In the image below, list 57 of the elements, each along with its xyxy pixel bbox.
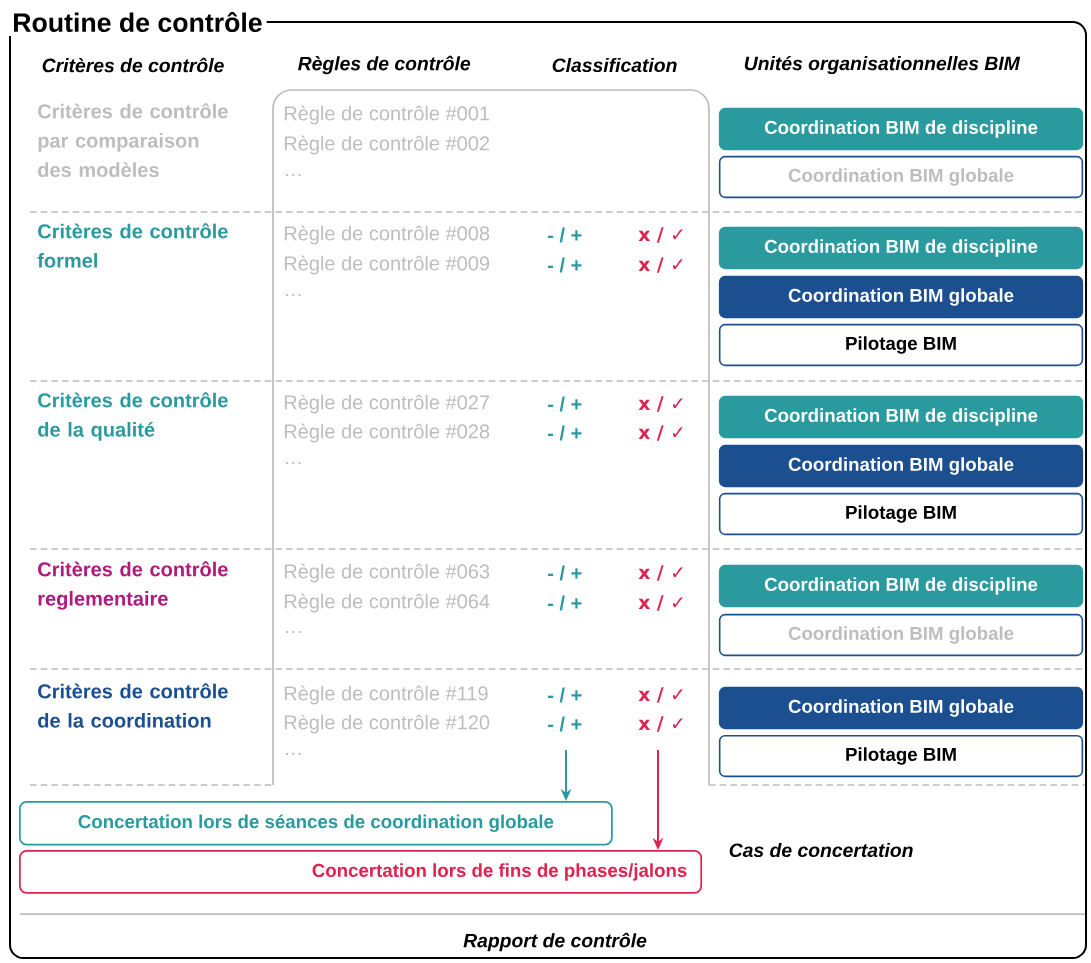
rule-text: Règle de contrôle #001	[284, 105, 490, 125]
rule-text: Règle de contrôle #064	[284, 593, 490, 613]
unit-box: Coordination BIM de discipline	[718, 395, 1084, 439]
ellipsis: …	[286, 630, 301, 634]
verdict-text: x / ✓	[638, 257, 683, 273]
unit-box: Pilotage BIM	[718, 492, 1084, 536]
ellipsis: …	[286, 173, 301, 177]
rule-text: Règle de contrôle #002	[284, 135, 490, 155]
rule-text: Règle de contrôle #063	[284, 563, 490, 583]
verdict-text: x / ✓	[638, 227, 683, 243]
criteria-text: Critères de contrôle reglementaire	[38, 561, 228, 610]
rating-text: - / +	[548, 565, 582, 581]
concertation-box: Concertation lors de fins de phases/jalons	[19, 850, 703, 894]
column-header: Critères de contrôle	[42, 57, 224, 73]
unit-box: Pilotage BIM	[718, 323, 1084, 367]
verdict-text: x / ✓	[638, 425, 683, 441]
unit-box: Coordination BIM de discipline	[718, 226, 1084, 270]
unit-box: Coordination BIM globale	[718, 686, 1084, 730]
unit-box: Coordination BIM globale	[718, 613, 1084, 657]
rating-text: - / +	[548, 257, 582, 273]
verdict-text: x / ✓	[638, 595, 683, 611]
unit-box: Coordination BIM de discipline	[718, 107, 1084, 151]
unit-box: Coordination BIM globale	[718, 444, 1084, 488]
criteria-text: Critères de contrôle formel	[37, 223, 228, 268]
verdict-text: x / ✓	[638, 396, 683, 412]
rule-text: Règle de contrôle #119	[284, 685, 488, 705]
rating-text: - / +	[548, 396, 582, 412]
rule-text: Règle de contrôle #008	[284, 225, 490, 245]
criteria-text: Critères de contrôle par comparaison des modèles	[38, 103, 228, 178]
column-header: Règles de contrôle	[298, 55, 471, 75]
rating-text: - / +	[548, 716, 582, 732]
concertation-box: Concertation lors de séances de coordination globale	[19, 801, 613, 846]
heading: Routine de contrôle	[8, 7, 267, 37]
column-header: Unités organisationnelles BIM	[744, 55, 1021, 75]
verdict-text: x / ✓	[638, 565, 683, 581]
section-label: Rapport de contrôle	[463, 932, 647, 952]
criteria-text: Critères de contrôle de la coordination	[38, 683, 228, 728]
rating-text: - / +	[548, 687, 582, 703]
rating-text: - / +	[548, 227, 582, 243]
verdict-text: x / ✓	[638, 687, 683, 703]
unit-box: Coordination BIM globale	[718, 275, 1084, 319]
rating-text: - / +	[548, 425, 582, 441]
verdict-text: x / ✓	[638, 716, 683, 732]
unit-box: Coordination BIM de discipline	[718, 564, 1084, 608]
ellipsis: …	[286, 293, 301, 297]
column-header: Classification	[552, 57, 677, 73]
rule-text: Règle de contrôle #009	[284, 255, 490, 275]
ellipsis: …	[286, 461, 301, 465]
rule-text: Règle de contrôle #027	[284, 394, 490, 414]
ellipsis: …	[286, 752, 301, 756]
unit-box: Coordination BIM globale	[718, 155, 1084, 199]
rule-text: Règle de contrôle #028	[284, 423, 490, 443]
section-label: Cas de concertation	[729, 842, 913, 858]
criteria-text: Critères de contrôle de la qualité	[38, 392, 228, 441]
rule-text: Règle de contrôle #120	[284, 714, 490, 734]
rating-text: - / +	[548, 595, 582, 611]
unit-box: Pilotage BIM	[718, 734, 1084, 778]
